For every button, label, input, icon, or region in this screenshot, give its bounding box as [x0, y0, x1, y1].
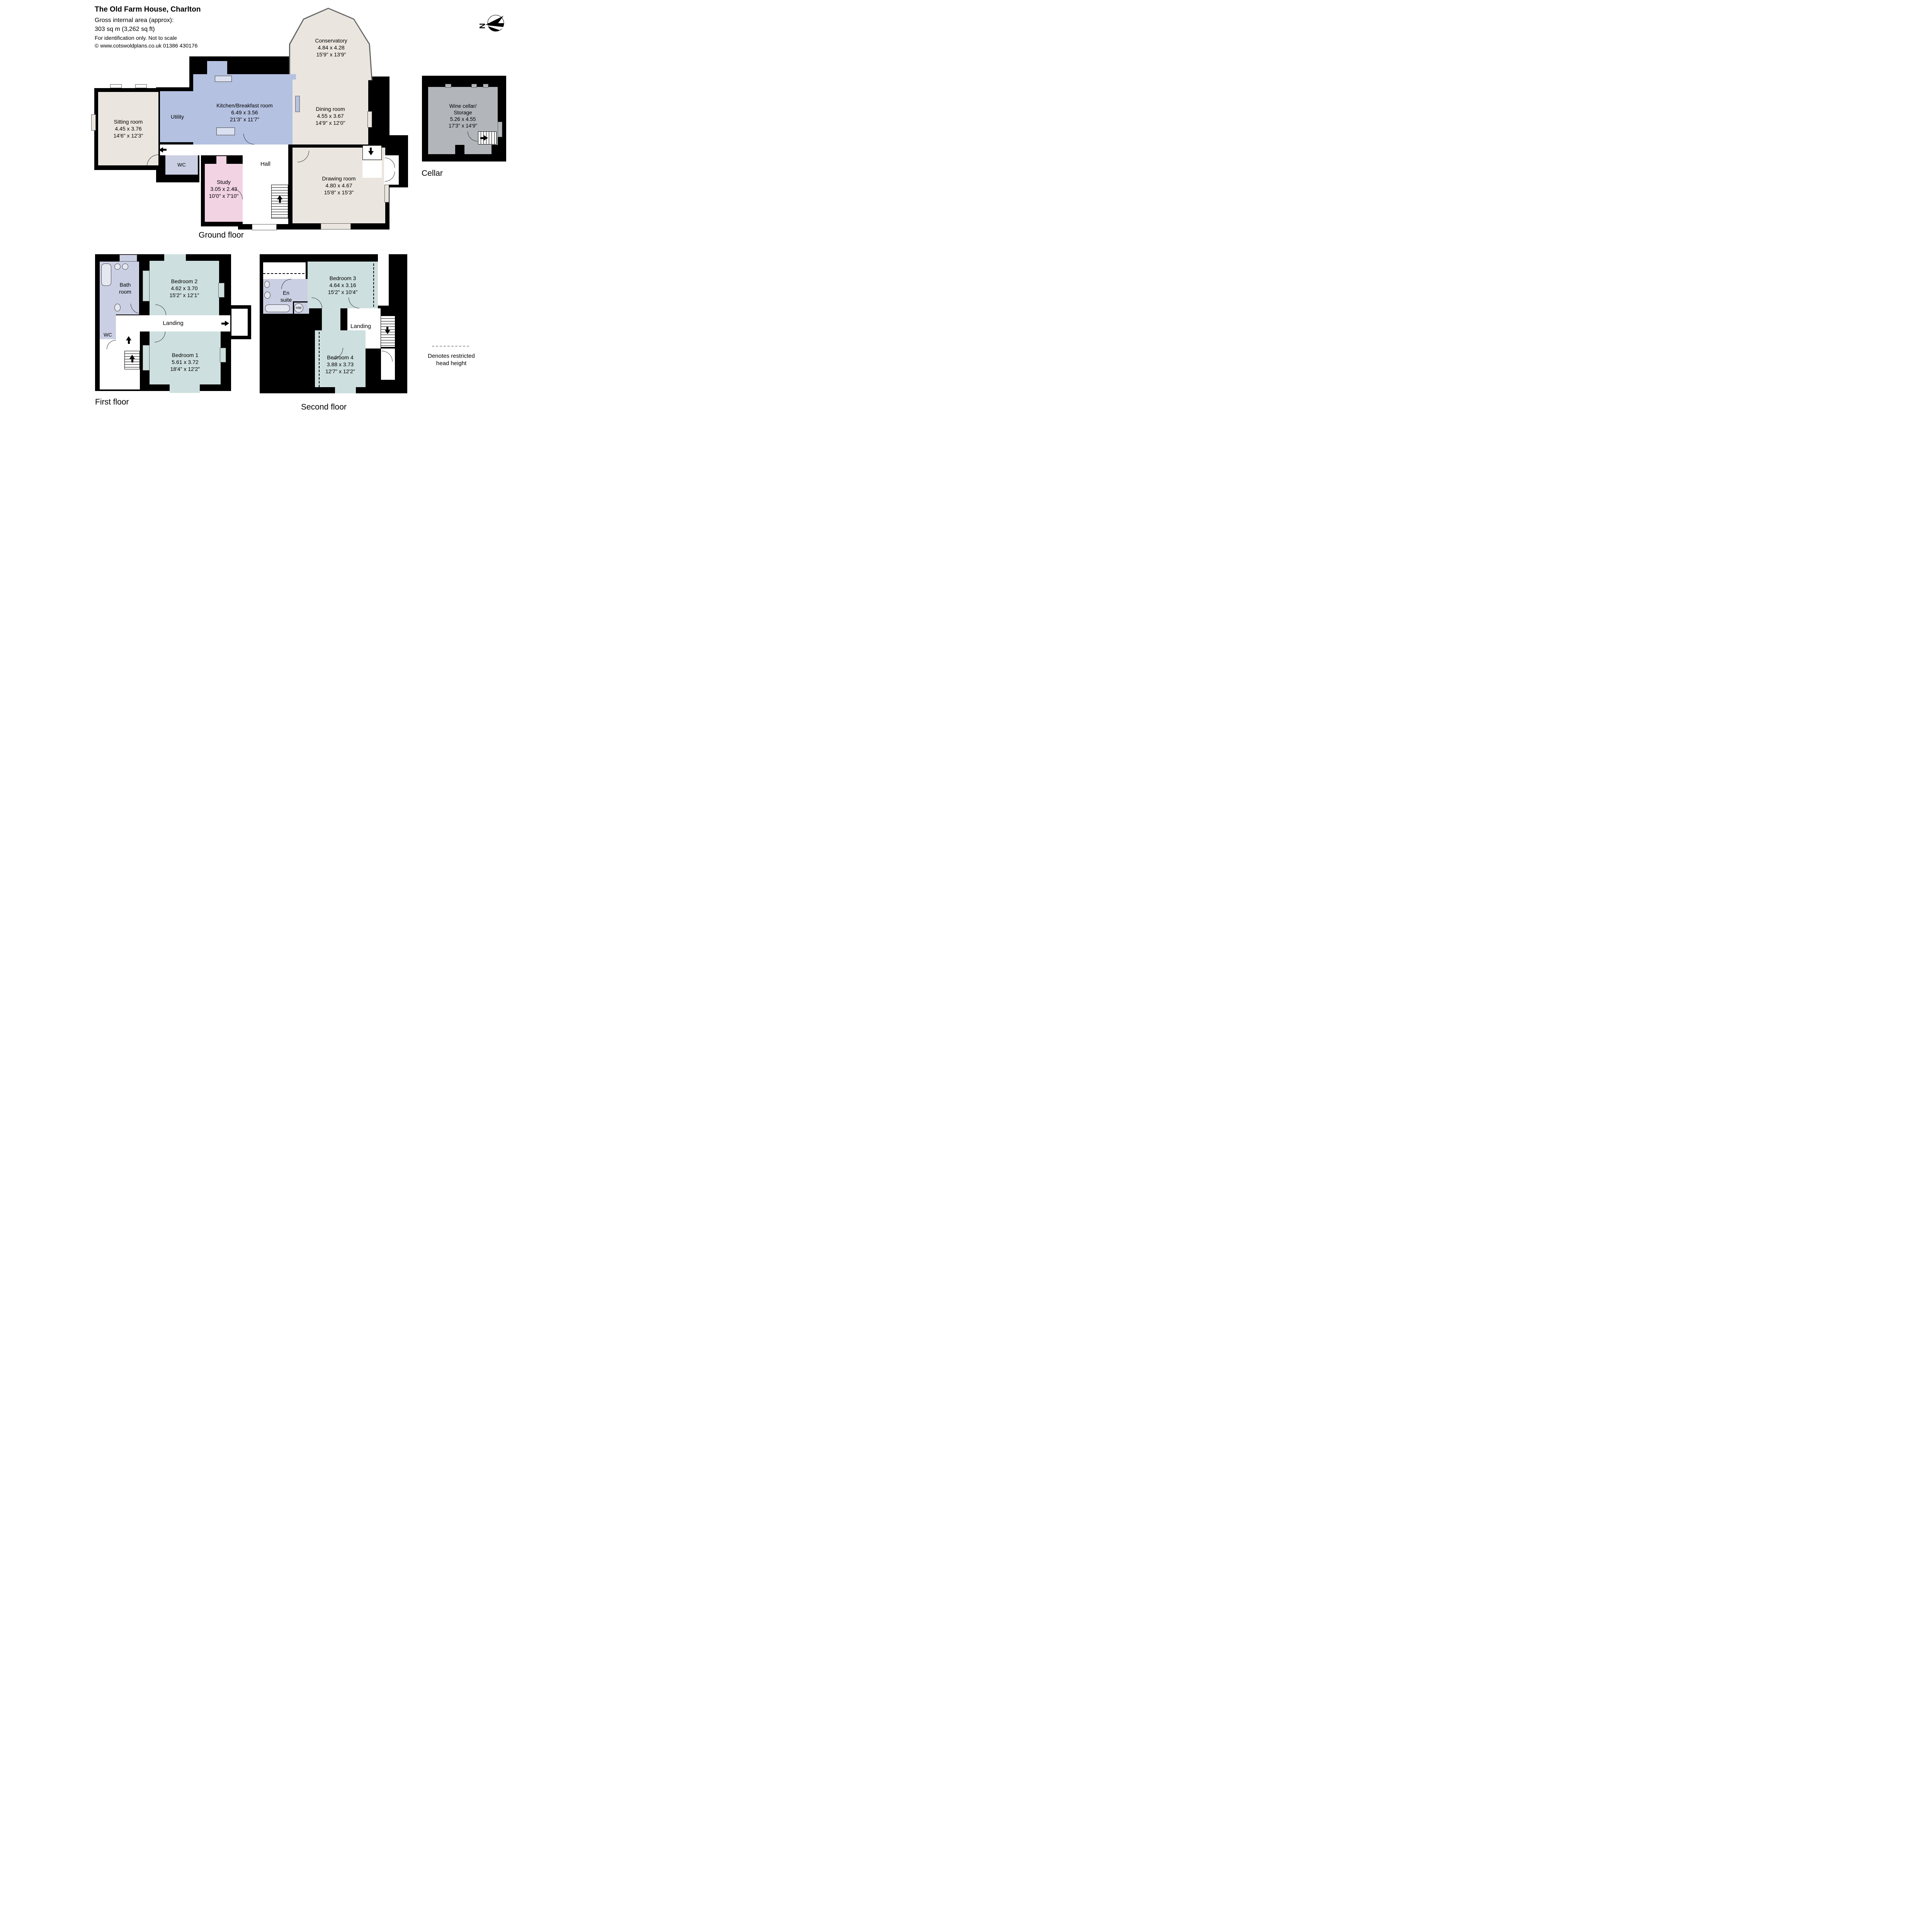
- down-arrow-icon: [368, 148, 374, 155]
- study-chimney: [216, 156, 226, 164]
- up-arrow-icon: [126, 336, 131, 344]
- right-arrow-icon: [480, 135, 488, 141]
- bathtub: [265, 304, 290, 312]
- basin: [264, 281, 270, 288]
- hw-cylinder: HW: [294, 303, 303, 313]
- basin: [122, 264, 128, 270]
- title-block: The Old Farm House, Charlton Gross inter…: [95, 5, 201, 50]
- bedroom-lobby: [322, 308, 340, 330]
- area-value: 303 sq m (3,262 sq ft): [95, 26, 155, 32]
- entrance-porch: [252, 224, 277, 230]
- window-tab: [218, 283, 224, 298]
- bay-window-tab: [143, 270, 150, 301]
- ground-floor-label: Ground floor: [199, 231, 244, 240]
- room-wc-first: WC: [100, 315, 116, 339]
- floorplan-page: The Old Farm House, Charlton Gross inter…: [0, 0, 598, 422]
- cellar-stairs-down: [362, 145, 382, 160]
- winder-stairs: [231, 308, 248, 336]
- window-tab: [119, 255, 137, 262]
- cellar-extension: [428, 145, 455, 154]
- toilet: [114, 304, 121, 311]
- window-tab: [384, 185, 389, 202]
- legend-dash-line: [432, 346, 469, 347]
- area-label: Gross internal area (approx):: [95, 17, 174, 24]
- first-floor-label: First floor: [95, 398, 129, 406]
- restricted-height-dash: [319, 332, 320, 387]
- room-utility: Utility: [160, 91, 195, 142]
- drawing-bay-window: [321, 223, 351, 230]
- room-landing-first: Landing: [116, 315, 230, 332]
- window-tab: [135, 84, 147, 88]
- attic-void: [263, 262, 306, 279]
- up-arrow-icon: [277, 195, 282, 203]
- cellar-extension: [464, 145, 492, 154]
- rear-lobby: [362, 161, 382, 178]
- restricted-height-dash: [373, 264, 374, 307]
- second-floor-label: Second floor: [301, 403, 347, 411]
- bathtub: [101, 264, 111, 286]
- restricted-height-dash: [263, 273, 312, 274]
- down-arrow-icon: [385, 326, 390, 334]
- up-arrow-icon: [129, 355, 135, 362]
- window-tab: [367, 111, 372, 128]
- basin: [114, 264, 121, 270]
- page-title: The Old Farm House, Charlton: [95, 5, 201, 14]
- window-tab: [295, 96, 300, 112]
- window-tab: [220, 348, 226, 362]
- right-arrow-icon: [221, 321, 229, 326]
- window-tab: [483, 84, 488, 88]
- chimney-tab: [335, 387, 356, 393]
- disclaimer: For identification only. Not to scale: [95, 35, 177, 41]
- second-floor-stairs: [381, 316, 395, 347]
- window-tab: [91, 114, 96, 131]
- chimney-tab: [164, 254, 186, 261]
- window-tab: [110, 84, 122, 88]
- corridor: [160, 145, 243, 155]
- stove: [216, 128, 235, 135]
- kitchen-alcove: [207, 61, 227, 75]
- window-tab: [471, 84, 477, 88]
- stair-hall: [116, 332, 140, 339]
- room-wc-ground: WC: [165, 155, 198, 175]
- back-door-arrow-icon: [159, 147, 167, 153]
- copyright: © www.cotswoldplans.co.uk 01386 430176: [95, 43, 198, 49]
- window-tab: [445, 84, 451, 88]
- hw-label: HW: [296, 306, 302, 310]
- kitchen-sink: [215, 76, 232, 82]
- window-tab: [498, 122, 502, 137]
- compass-north-label: N: [478, 23, 486, 29]
- bay-window-tab: [143, 345, 150, 371]
- hall-label-text: Hall: [260, 161, 270, 167]
- cellar-label: Cellar: [422, 169, 443, 178]
- toilet: [264, 292, 270, 299]
- north-compass-icon: N: [478, 15, 504, 32]
- eaves-strip: [378, 254, 389, 306]
- room-hall-label: Hall: [243, 161, 288, 167]
- chimney-tab: [170, 384, 200, 393]
